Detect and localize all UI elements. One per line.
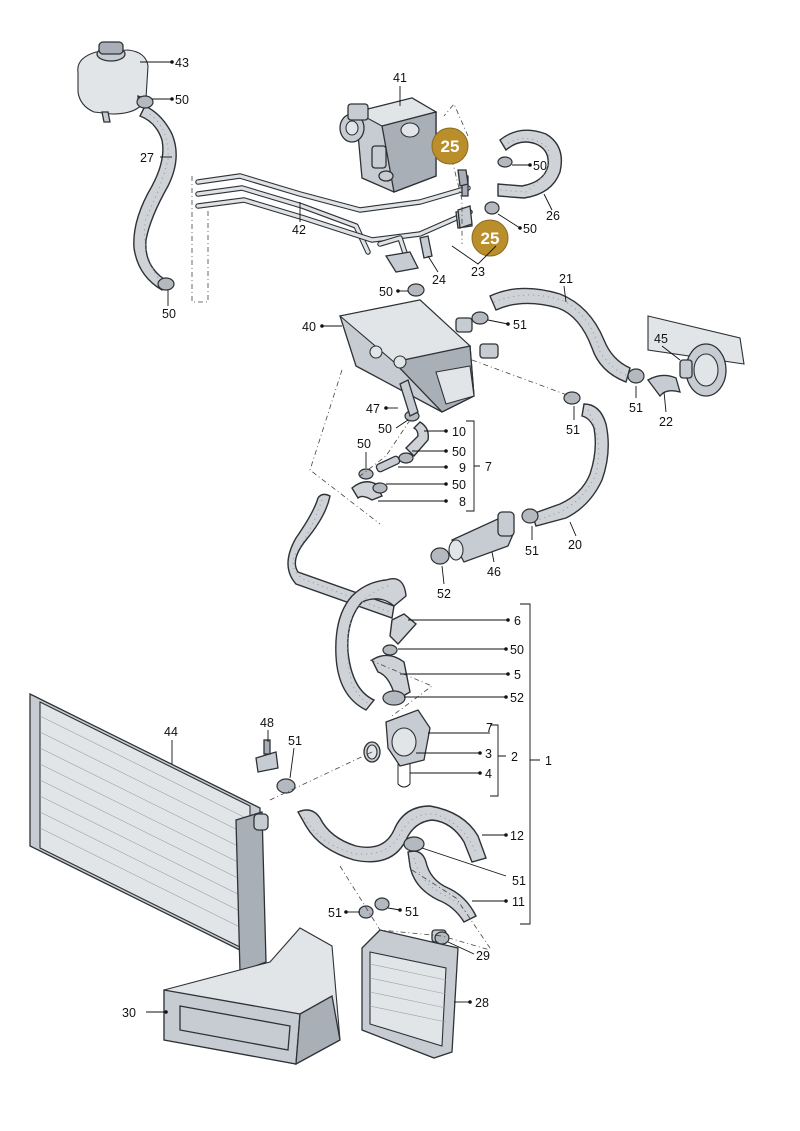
part-badge-25-bottom: 25	[471, 219, 509, 257]
callout-21: 21	[559, 272, 573, 286]
thermostat-housing	[363, 709, 431, 788]
callout-51: 51	[566, 423, 580, 437]
coolant-pipe-42	[195, 173, 473, 273]
aux-radiator-28	[361, 929, 459, 1059]
callout-41: 41	[393, 71, 407, 85]
callout-50: 50	[378, 422, 392, 436]
callout-12: 12	[510, 829, 524, 843]
callout-9: 9	[459, 461, 466, 475]
callout-8: 8	[459, 495, 466, 509]
callout-26: 26	[546, 209, 560, 223]
callout-50: 50	[162, 307, 176, 321]
callout-52: 52	[437, 587, 451, 601]
callout-51: 51	[629, 401, 643, 415]
callout-50: 50	[175, 93, 189, 107]
hose-11	[407, 850, 477, 923]
callout-40: 40	[302, 320, 316, 334]
callout-30: 30	[122, 1006, 136, 1020]
callout-52: 52	[510, 691, 524, 705]
callout-27: 27	[140, 151, 154, 165]
callout-51: 51	[405, 905, 419, 919]
svg-text:25: 25	[441, 137, 460, 156]
egr-valve-41	[339, 97, 438, 193]
elbow-22	[647, 374, 681, 398]
callout-5: 5	[514, 668, 521, 682]
callout-51: 51	[513, 318, 527, 332]
hose-21	[489, 287, 631, 383]
radiator-44	[29, 692, 269, 973]
callout-48: 48	[260, 716, 274, 730]
callout-46: 46	[487, 565, 501, 579]
svg-text:25: 25	[481, 229, 500, 248]
connector-46	[448, 511, 515, 563]
callout-labels: 43 50 27 50 41 50 26 50 42 23 24 50 21 4…	[122, 56, 673, 1020]
callout-51: 51	[328, 906, 342, 920]
callout-4: 4	[485, 767, 492, 781]
callout-11: 11	[512, 895, 525, 909]
callout-51: 51	[512, 874, 526, 888]
callout-50: 50	[452, 478, 466, 492]
flange-45	[647, 315, 745, 397]
hose-27	[133, 105, 177, 291]
callout-43: 43	[175, 56, 189, 70]
callout-1: 1	[545, 754, 552, 768]
callout-20: 20	[568, 538, 582, 552]
callout-6: 6	[514, 614, 521, 628]
callout-51: 51	[288, 734, 302, 748]
egr-cooler-40	[338, 299, 499, 413]
air-duct-30	[163, 927, 341, 1066]
hose-6-and-5	[335, 578, 418, 711]
callout-44: 44	[164, 725, 178, 739]
return-hose	[287, 493, 395, 619]
callout-10: 10	[452, 425, 466, 439]
callout-50: 50	[510, 643, 524, 657]
callout-7: 7	[486, 721, 493, 735]
callout-29: 29	[476, 949, 490, 963]
callout-22: 22	[659, 415, 673, 429]
assembly-lines	[191, 103, 571, 951]
callout-7: 7	[485, 460, 492, 474]
connector-48	[255, 739, 279, 773]
callout-42: 42	[292, 223, 306, 237]
callout-3: 3	[485, 747, 492, 761]
hose-26	[497, 129, 563, 199]
callout-24: 24	[432, 273, 446, 287]
callout-50: 50	[523, 222, 537, 236]
callout-23: 23	[471, 265, 485, 279]
expansion-tank	[77, 41, 149, 123]
callout-50: 50	[452, 445, 466, 459]
callout-45: 45	[654, 332, 668, 346]
part-badge-25-top: 25	[431, 127, 469, 187]
callout-47: 47	[366, 402, 380, 416]
callout-50: 50	[379, 285, 393, 299]
callout-2: 2	[511, 750, 518, 764]
hose-clamps	[136, 95, 645, 945]
callout-51: 51	[525, 544, 539, 558]
leader-lines	[140, 60, 681, 1014]
callout-28: 28	[475, 996, 489, 1010]
hose-12	[297, 805, 487, 863]
callout-50: 50	[357, 437, 371, 451]
callout-50: 50	[533, 159, 547, 173]
